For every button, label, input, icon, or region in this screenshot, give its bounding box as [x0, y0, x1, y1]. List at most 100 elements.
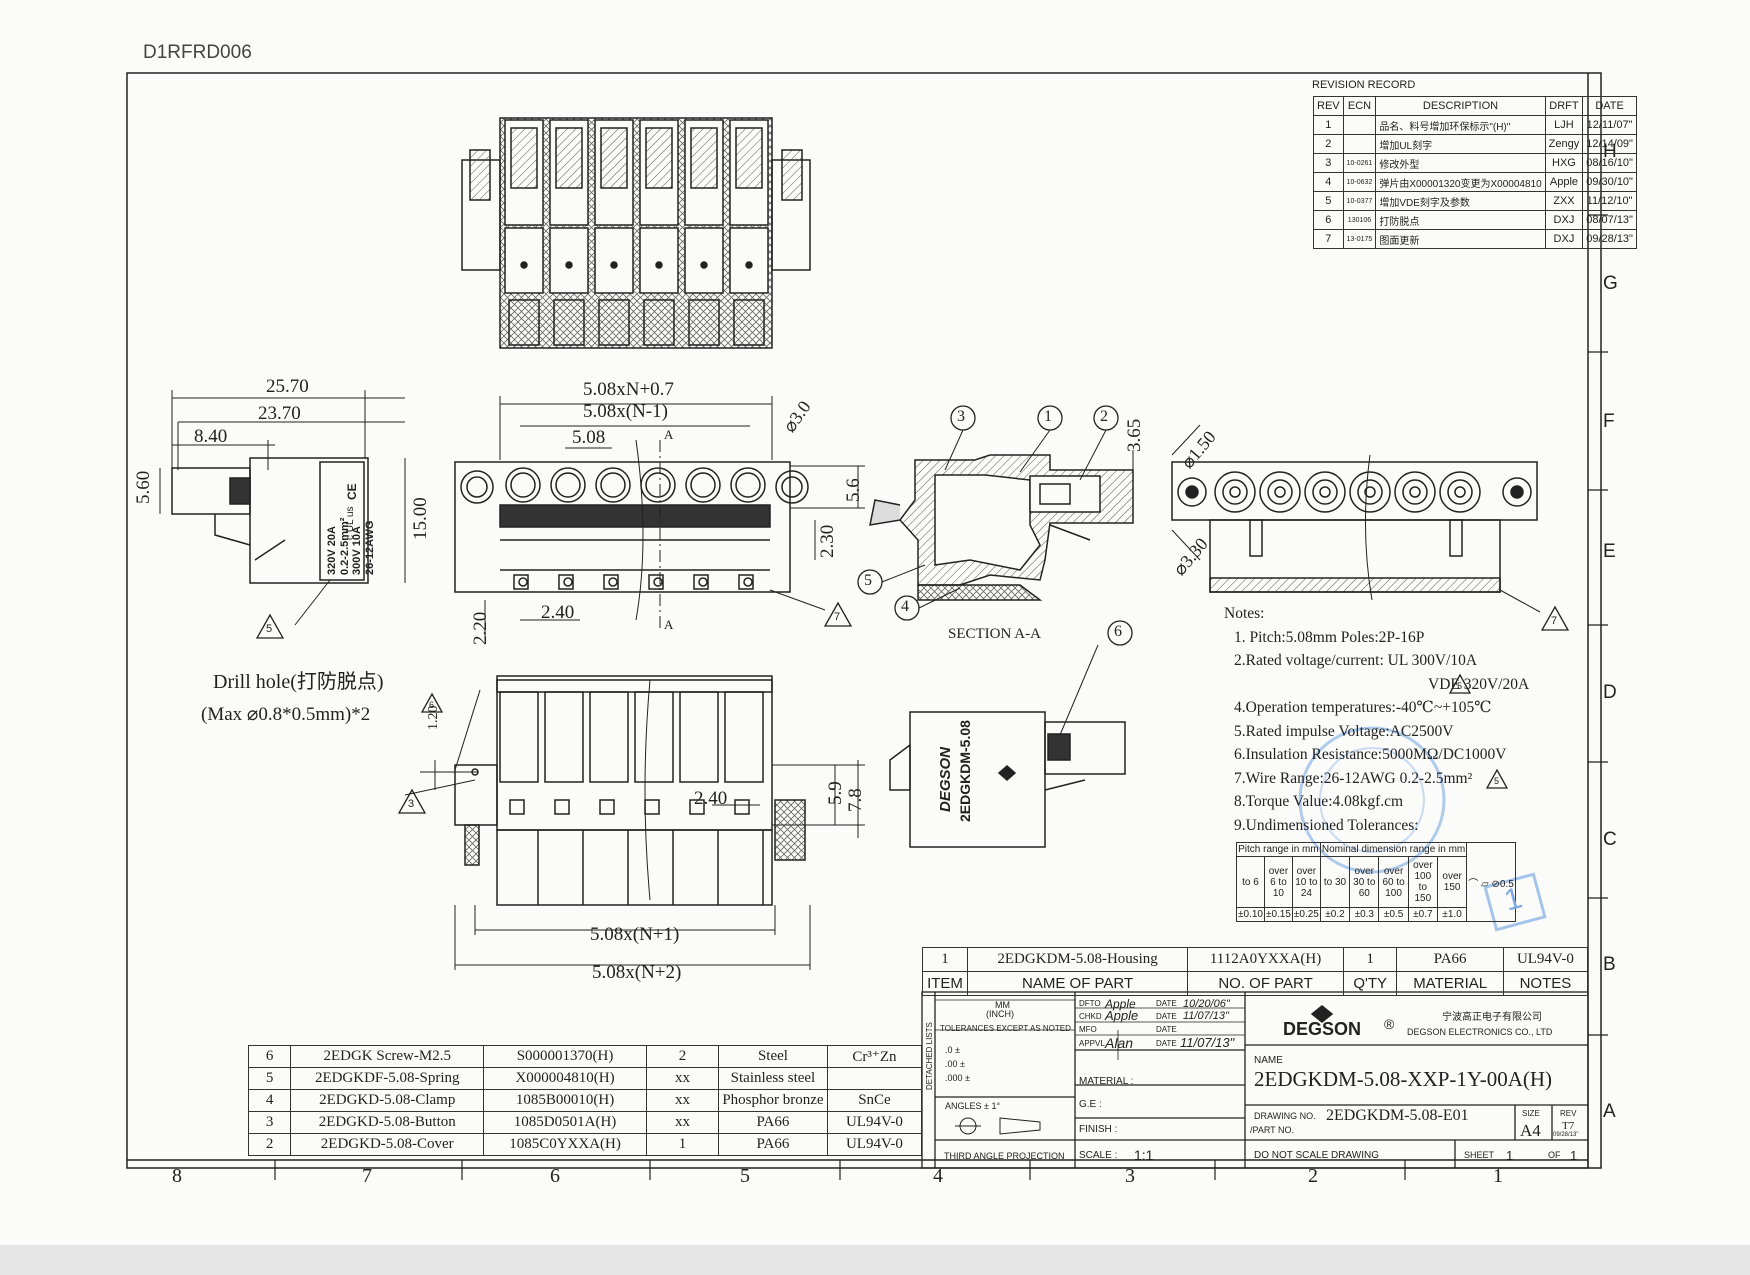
ul-mark: c UL us [345, 506, 356, 540]
note-6: 6.Insulation Resistance:5000MΩ/DC1000V [1234, 746, 1507, 763]
of-value: 1 [1570, 1148, 1578, 1163]
top-cell-spring [510, 127, 538, 189]
bom-qty: xx [645, 1067, 719, 1090]
ecn-cell [1342, 115, 1377, 135]
balloon-2: 2 [1100, 408, 1108, 425]
mfo-label: MFO [1079, 1025, 1097, 1034]
part-no-label: /PART NO. [1250, 1125, 1295, 1135]
dim-side-total: 25.70 [266, 376, 309, 397]
zone-a: A [1603, 1101, 1616, 1122]
rev-cell: 3 [1313, 153, 1344, 173]
rear-entry [1259, 471, 1301, 513]
front-release-slot [558, 574, 574, 590]
zone-g: G [1603, 273, 1618, 294]
rev-cell: 7 [1313, 229, 1344, 249]
front-wire-entry [550, 467, 586, 503]
front-release-slot [513, 574, 529, 590]
top-cell-spring [645, 127, 673, 189]
revision-title: REVISION RECORD [1312, 79, 1416, 91]
chkd-label: CHKD [1079, 1012, 1102, 1021]
bottom-cell [589, 691, 629, 783]
ecn-cell: 10-0632 [1342, 172, 1377, 192]
dim-front-220: 2.20 [470, 611, 491, 645]
dim-bottom-n2: 5.08x(N+2) [592, 962, 682, 983]
rear-entry-mid [1447, 479, 1473, 505]
notes-cell: UL94V-0 [1502, 947, 1589, 972]
bottom-cell-slot [734, 799, 750, 815]
note-7: 7.Wire Range:26-12AWG 0.2-2.5mm² [1234, 769, 1473, 787]
bom-qty: xx [645, 1111, 719, 1134]
ecn-header: ECN [1342, 96, 1377, 116]
flag-note-wire: 5 [1494, 776, 1500, 786]
front-release-hole [563, 577, 573, 587]
rear-entry [1349, 471, 1391, 513]
drft-cell: DXJ [1544, 229, 1584, 249]
desc-cell: 增加UL刻字 [1375, 134, 1546, 154]
date-cell: 11/12/10" [1582, 191, 1637, 211]
scale-label: SCALE : [1079, 1150, 1118, 1161]
top-cell-lower [504, 227, 544, 294]
zone-d: D [1603, 682, 1617, 703]
bom-qty: xx [645, 1089, 719, 1112]
name-label: NAME [1254, 1055, 1283, 1066]
units-inch: (INCH) [986, 1009, 1014, 1019]
tol-value: ±0.5 [1378, 907, 1409, 922]
tol-value: ±1.0 [1436, 907, 1468, 922]
zone-4: 4 [933, 1165, 943, 1187]
material-label: MATERIAL : [1079, 1076, 1134, 1087]
front-wire-entry-inner [555, 472, 581, 498]
flag-front: 7 [834, 611, 841, 623]
rear-entry [1214, 471, 1256, 513]
drill-hole-title: Drill hole(打防脱点) [213, 671, 384, 693]
note-5: 5.Rated impulse Voltage:AC2500V [1234, 722, 1454, 740]
top-cell-lower [684, 227, 724, 294]
tol-head-left: Pitch range in mm [1236, 842, 1321, 857]
notes: Notes: 1. Pitch:5.08mm Poles:2P-16P 2.Ra… [1224, 602, 1529, 837]
rev-label: REV [1560, 1109, 1577, 1118]
dfto-date: 10/20/06" [1183, 998, 1230, 1010]
top-cell-lower [594, 227, 634, 294]
dim-side-plug: 8.40 [194, 426, 228, 447]
section-mark-top: A [664, 427, 674, 442]
zone-2: 2 [1308, 1165, 1318, 1187]
top-cell-spring [600, 127, 628, 189]
zone-7: 7 [362, 1165, 372, 1187]
tol-range: over 30 to 60 [1349, 856, 1380, 908]
bottom-cell [499, 691, 539, 783]
bom-notes [826, 1067, 923, 1090]
tol-range: to 30 [1319, 856, 1351, 908]
top-cell-entry [688, 299, 720, 346]
top-cell-entry [643, 299, 675, 346]
top-cell-spring [735, 127, 763, 189]
name-header: NAME OF PART [966, 971, 1189, 996]
bottom-cell [724, 691, 764, 783]
dim-front-56: 5.6 [843, 478, 864, 502]
notes-title: Notes: [1224, 605, 1265, 622]
bom-part: S000001370(H) [483, 1045, 647, 1068]
front-wire-entry-inner [690, 472, 716, 498]
bom-notes: SnCe [826, 1089, 923, 1112]
appvl-label: APPVL [1079, 1039, 1105, 1048]
rear-entry-core [1409, 486, 1421, 498]
front-wire-entry [595, 467, 631, 503]
part-cell: 1112A0YXXA(H) [1187, 947, 1344, 972]
dim-side-h: 5.60 [133, 470, 154, 504]
bom-part: X000004810(H) [483, 1067, 647, 1090]
of-label: OF [1548, 1150, 1561, 1160]
bom-material: PA66 [717, 1133, 828, 1156]
registered-mark: ® [1384, 1016, 1395, 1032]
flag-drill: 6 [429, 700, 435, 710]
front-wire-entry [685, 467, 721, 503]
zone-5: 5 [740, 1165, 750, 1187]
front-release-slot [648, 574, 664, 590]
doc-code: D1RFRD006 [143, 42, 252, 63]
name-cell: 2EDGKDM-5.08-Housing [966, 947, 1189, 972]
dim-bottom-120: 1.20 [426, 705, 441, 731]
top-cell-entry [508, 299, 540, 346]
balloon-5: 5 [864, 572, 872, 589]
